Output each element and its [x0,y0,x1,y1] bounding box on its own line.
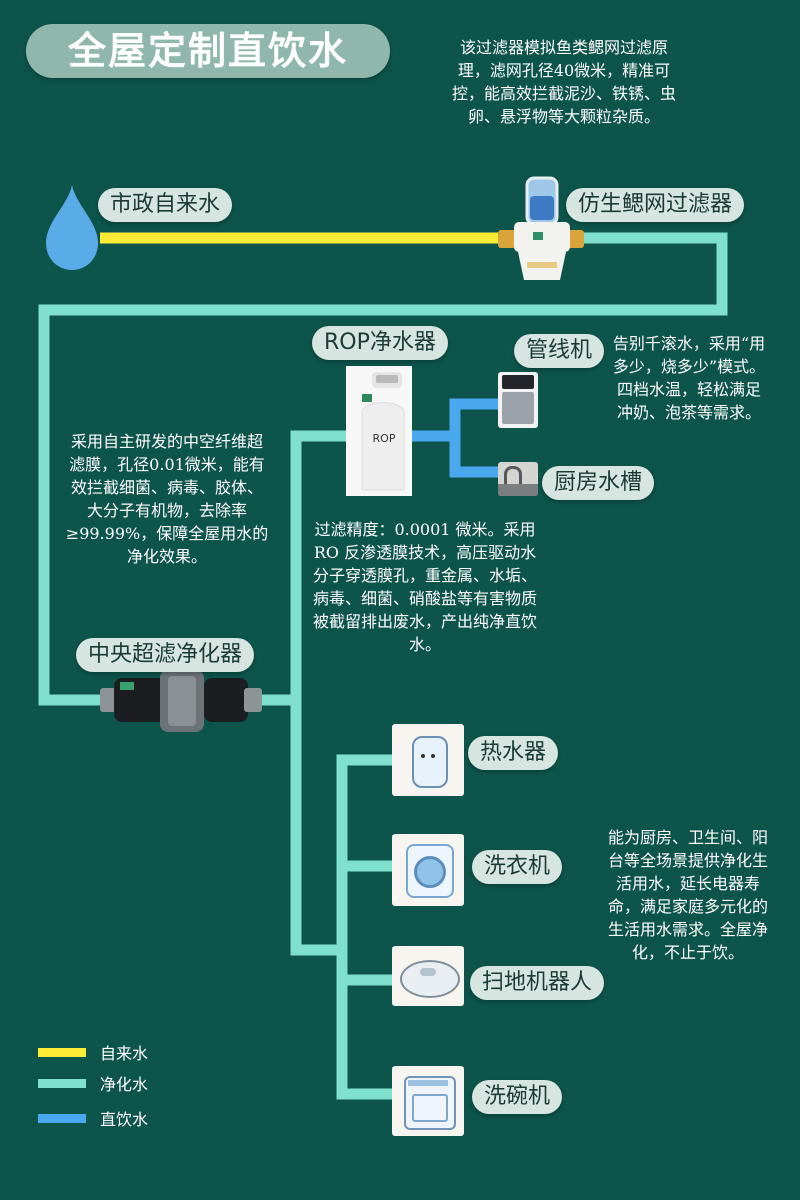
pipeline-machine-image [498,372,538,428]
dishwasher-image [392,1066,464,1136]
page-title: 全屋定制直饮水 [26,24,390,78]
appliances-desc: 能为厨房、卫生间、阳台等全场景提供净化生活用水，延长电器寿命，满足家庭多元化的生… [607,828,768,962]
kitchen-sink-image [498,462,538,496]
legend-item-drinking: 直饮水 [38,1106,148,1130]
source-label: 市政自来水 [98,188,233,222]
rop-purifier-icon: ROP [346,366,412,496]
legend-label-purified: 净化水 [100,1075,149,1094]
appliance-label-robot: 扫地机器人 [470,966,605,1000]
legend-swatch-tap [38,1047,86,1057]
water-heater-image [392,724,464,796]
legend-label-tap: 自来水 [100,1044,149,1063]
pipe-purified-appliances [336,754,392,1100]
rop-device-label: ROP [373,432,396,445]
water-drop-icon [46,185,98,270]
filter-desc: 该过滤器模拟鱼类鳃网过滤原理，滤网孔径40微米，精准可控，能高效拦截泥沙、铁锈、… [452,38,677,126]
washing-machine-image [392,834,464,906]
legend-item-purified: 净化水 [38,1071,148,1095]
central-ultrafilter-icon [100,670,262,732]
central-desc: 采用自主研发的中空纤维超滤膜，孔径0.01微米，能有效拦截细菌、病毒、胶体、大分… [65,432,269,566]
legend-swatch-drinking [38,1113,86,1123]
appliance-label-heater: 热水器 [468,736,559,770]
appliance-label-dishwasher: 洗碗机 [472,1080,563,1114]
rop-label: ROP净水器 [312,326,448,360]
legend-swatch-purified [38,1078,86,1088]
pipeline-label: 管线机 [514,334,605,368]
pipe-drinking-branch [449,398,500,478]
rop-desc: 过滤精度：0.0001 微米。采用 RO 反渗透膜技术，高压驱动水分子穿透膜孔，… [312,520,537,654]
robot-vacuum-image [392,946,464,1006]
appliance-label-washer: 洗衣机 [472,850,563,884]
central-label: 中央超滤净化器 [76,638,255,672]
bionic-filter-icon [498,176,584,280]
pipe-purified-main [38,232,728,706]
filter-label: 仿生鳃网过滤器 [566,188,745,222]
legend-item-tap: 自来水 [38,1040,148,1064]
legend-label-drinking: 直饮水 [100,1110,149,1129]
pipeline-desc: 告别千滚水，采用“用多少，烧多少”模式。四档水温，轻松满足冲奶、泡茶等需求。 [612,334,766,422]
kitchen-sink-label: 厨房水槽 [542,466,655,500]
pipe-purified-rop [290,430,346,956]
